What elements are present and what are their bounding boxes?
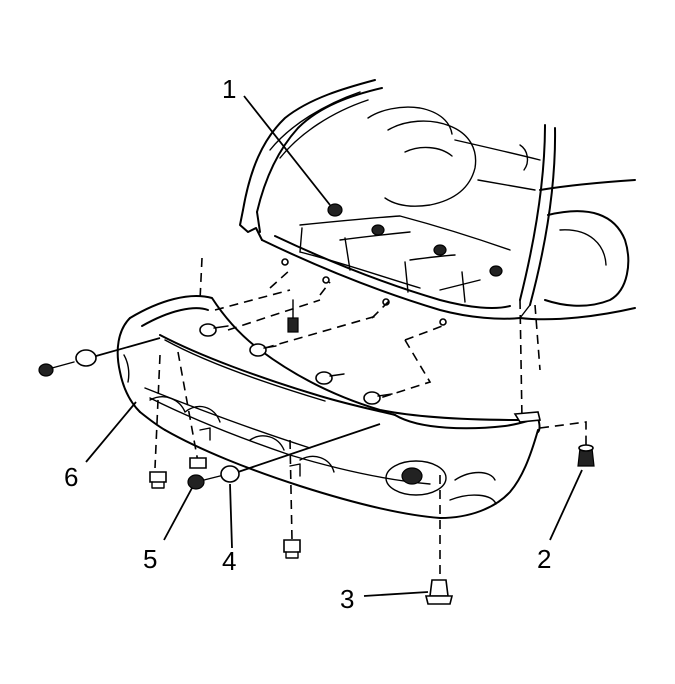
callout-6: 6: [64, 462, 78, 492]
callout-4: 4: [222, 546, 236, 576]
side-bolt: [38, 337, 161, 377]
callout-3: 3: [340, 584, 354, 614]
fasteners: [38, 337, 595, 605]
vehicle-body: [239, 79, 636, 326]
retainer-stud: [199, 323, 229, 337]
push-pin: [287, 299, 299, 333]
clip-nut-left-1: [149, 471, 167, 489]
leader-lines: [85, 95, 583, 597]
clip-nut-left-2: [189, 457, 207, 469]
callout-2: 2: [537, 544, 551, 574]
callout-labels: 1 2 3 4 5 6: [64, 74, 551, 614]
retainer-stud: [363, 391, 393, 405]
upper-right-bolt: [577, 444, 595, 467]
lower-nut: [220, 423, 381, 483]
retainer-stud: [249, 343, 277, 357]
retainer-stud: [315, 371, 345, 385]
fascia-retainers: [199, 299, 393, 405]
callout-1: 1: [222, 74, 236, 104]
callout-5: 5: [143, 544, 157, 574]
push-retainer: [424, 579, 454, 605]
rear-bumper-fascia: [116, 295, 542, 519]
alignment-lines: [154, 257, 587, 580]
clip-nut-center: [283, 539, 301, 559]
lower-bolt: [187, 474, 221, 490]
